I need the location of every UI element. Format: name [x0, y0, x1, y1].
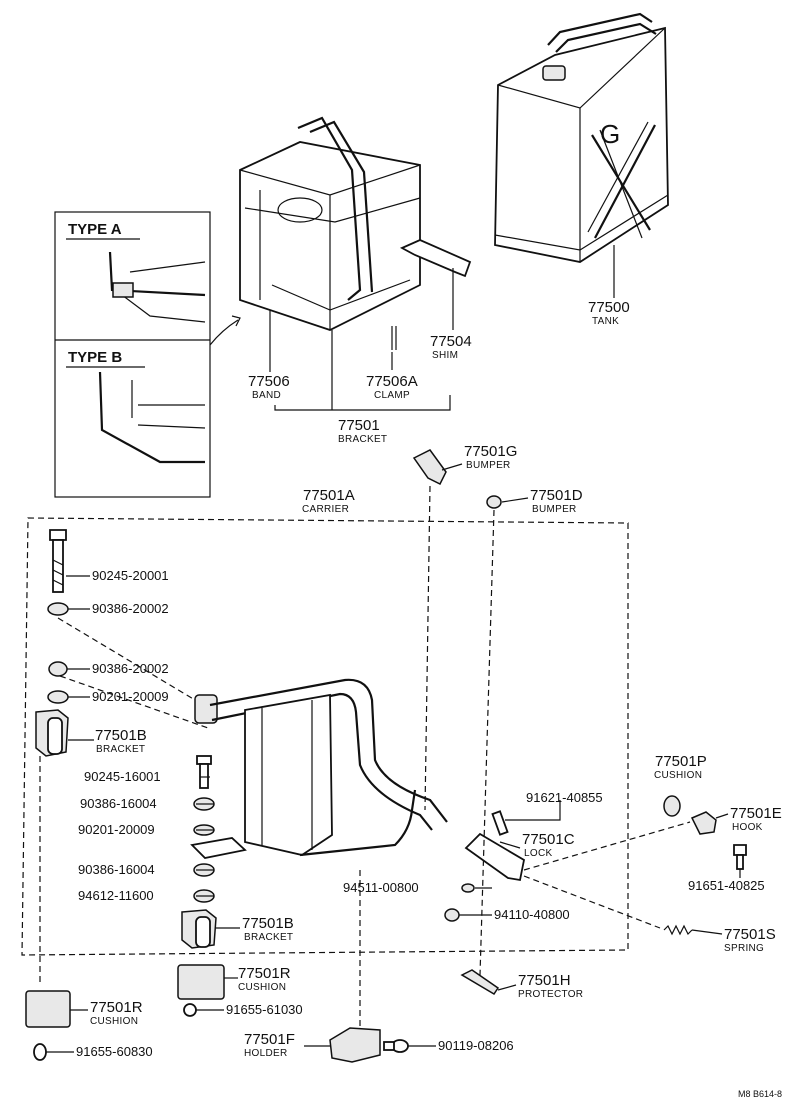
leader-lines	[39, 245, 741, 1053]
callout-label: SHIM	[432, 350, 458, 361]
callout-number: 77501R	[238, 965, 291, 982]
callout-number: 77501C	[522, 831, 575, 848]
drawing-code: M8 B614-8	[738, 1089, 782, 1099]
callout-label: CUSHION	[238, 982, 286, 993]
part-number: 94110-40800	[494, 907, 570, 922]
callout-number: 77501B	[95, 727, 147, 744]
callout-label: SPRING	[724, 943, 764, 954]
carrier-drawing	[190, 678, 448, 859]
part-number: 90201-20009	[78, 822, 155, 837]
part-number-labels: 90245-20001 90386-20002 90386-20002 9020…	[76, 568, 765, 1059]
callout-label: BUMPER	[466, 460, 511, 471]
callout-number: 77501A	[303, 487, 355, 504]
part-number: 90386-16004	[78, 862, 155, 877]
callout-number: 77504	[430, 333, 472, 350]
carrier-frame	[21, 517, 629, 956]
small-parts-drawings	[25, 449, 747, 1063]
callout-number: 77501G	[464, 443, 517, 460]
part-number: 91621-40855	[526, 790, 603, 805]
callout-number: 77501S	[724, 926, 776, 943]
part-number: 91655-61030	[226, 1002, 303, 1017]
callout-number: 77501	[338, 417, 380, 434]
part-number: 94612-11600	[78, 888, 154, 903]
inset-frame	[54, 211, 211, 498]
callout-label: LOCK	[524, 848, 552, 859]
callout-label: BRACKET	[244, 932, 293, 943]
callout-label: HOLDER	[244, 1048, 287, 1059]
part-number: 90386-20002	[92, 601, 169, 616]
part-number: 94511-00800	[343, 880, 419, 895]
callout-label: CLAMP	[374, 390, 410, 401]
callout-number: 77501P	[655, 753, 707, 770]
part-number: 90119-08206	[438, 1038, 514, 1053]
callout-number: 77501B	[242, 915, 294, 932]
callout-label: BUMPER	[532, 504, 577, 515]
part-number: 91655-60830	[76, 1044, 153, 1059]
callout-label: CARRIER	[302, 504, 349, 515]
callout-number: 77506A	[366, 373, 418, 390]
callout-number: 77501E	[730, 805, 782, 822]
bracket-assembly-drawing	[239, 116, 472, 350]
part-number: 90245-16001	[84, 769, 161, 784]
callout-label: BRACKET	[96, 744, 145, 755]
callout-labels: 77500 TANK 77504 SHIM 77506 BAND 77506A …	[90, 299, 782, 1059]
callout-number: 77501F	[244, 1031, 295, 1048]
callout-label: BAND	[252, 390, 281, 401]
type-inset: TYPE A TYPE B	[54, 211, 241, 498]
tank-drawing: G	[494, 12, 669, 263]
part-number: 90201-20009	[92, 689, 169, 704]
callout-label: BRACKET	[338, 434, 387, 445]
callout-number: 77506	[248, 373, 290, 390]
callout-number: 77501H	[518, 972, 571, 989]
callout-label: PROTECTOR	[518, 989, 583, 1000]
part-number: 90386-16004	[80, 796, 157, 811]
callout-label: CUSHION	[90, 1016, 138, 1027]
part-number: 90386-20002	[92, 661, 169, 676]
callout-number: 77501D	[530, 487, 583, 504]
callout-number: 77500	[588, 299, 630, 316]
callout-label: TANK	[592, 316, 619, 327]
inset-type-b-label: TYPE B	[68, 349, 122, 366]
part-number: 91651-40825	[688, 878, 765, 893]
callout-number: 77501R	[90, 999, 143, 1016]
part-number: 90245-20001	[92, 568, 169, 583]
callout-label: CUSHION	[654, 770, 702, 781]
callout-label: HOOK	[732, 822, 763, 833]
inset-type-a-label: TYPE A	[68, 221, 122, 238]
tank-emblem-letter: G	[600, 119, 620, 149]
